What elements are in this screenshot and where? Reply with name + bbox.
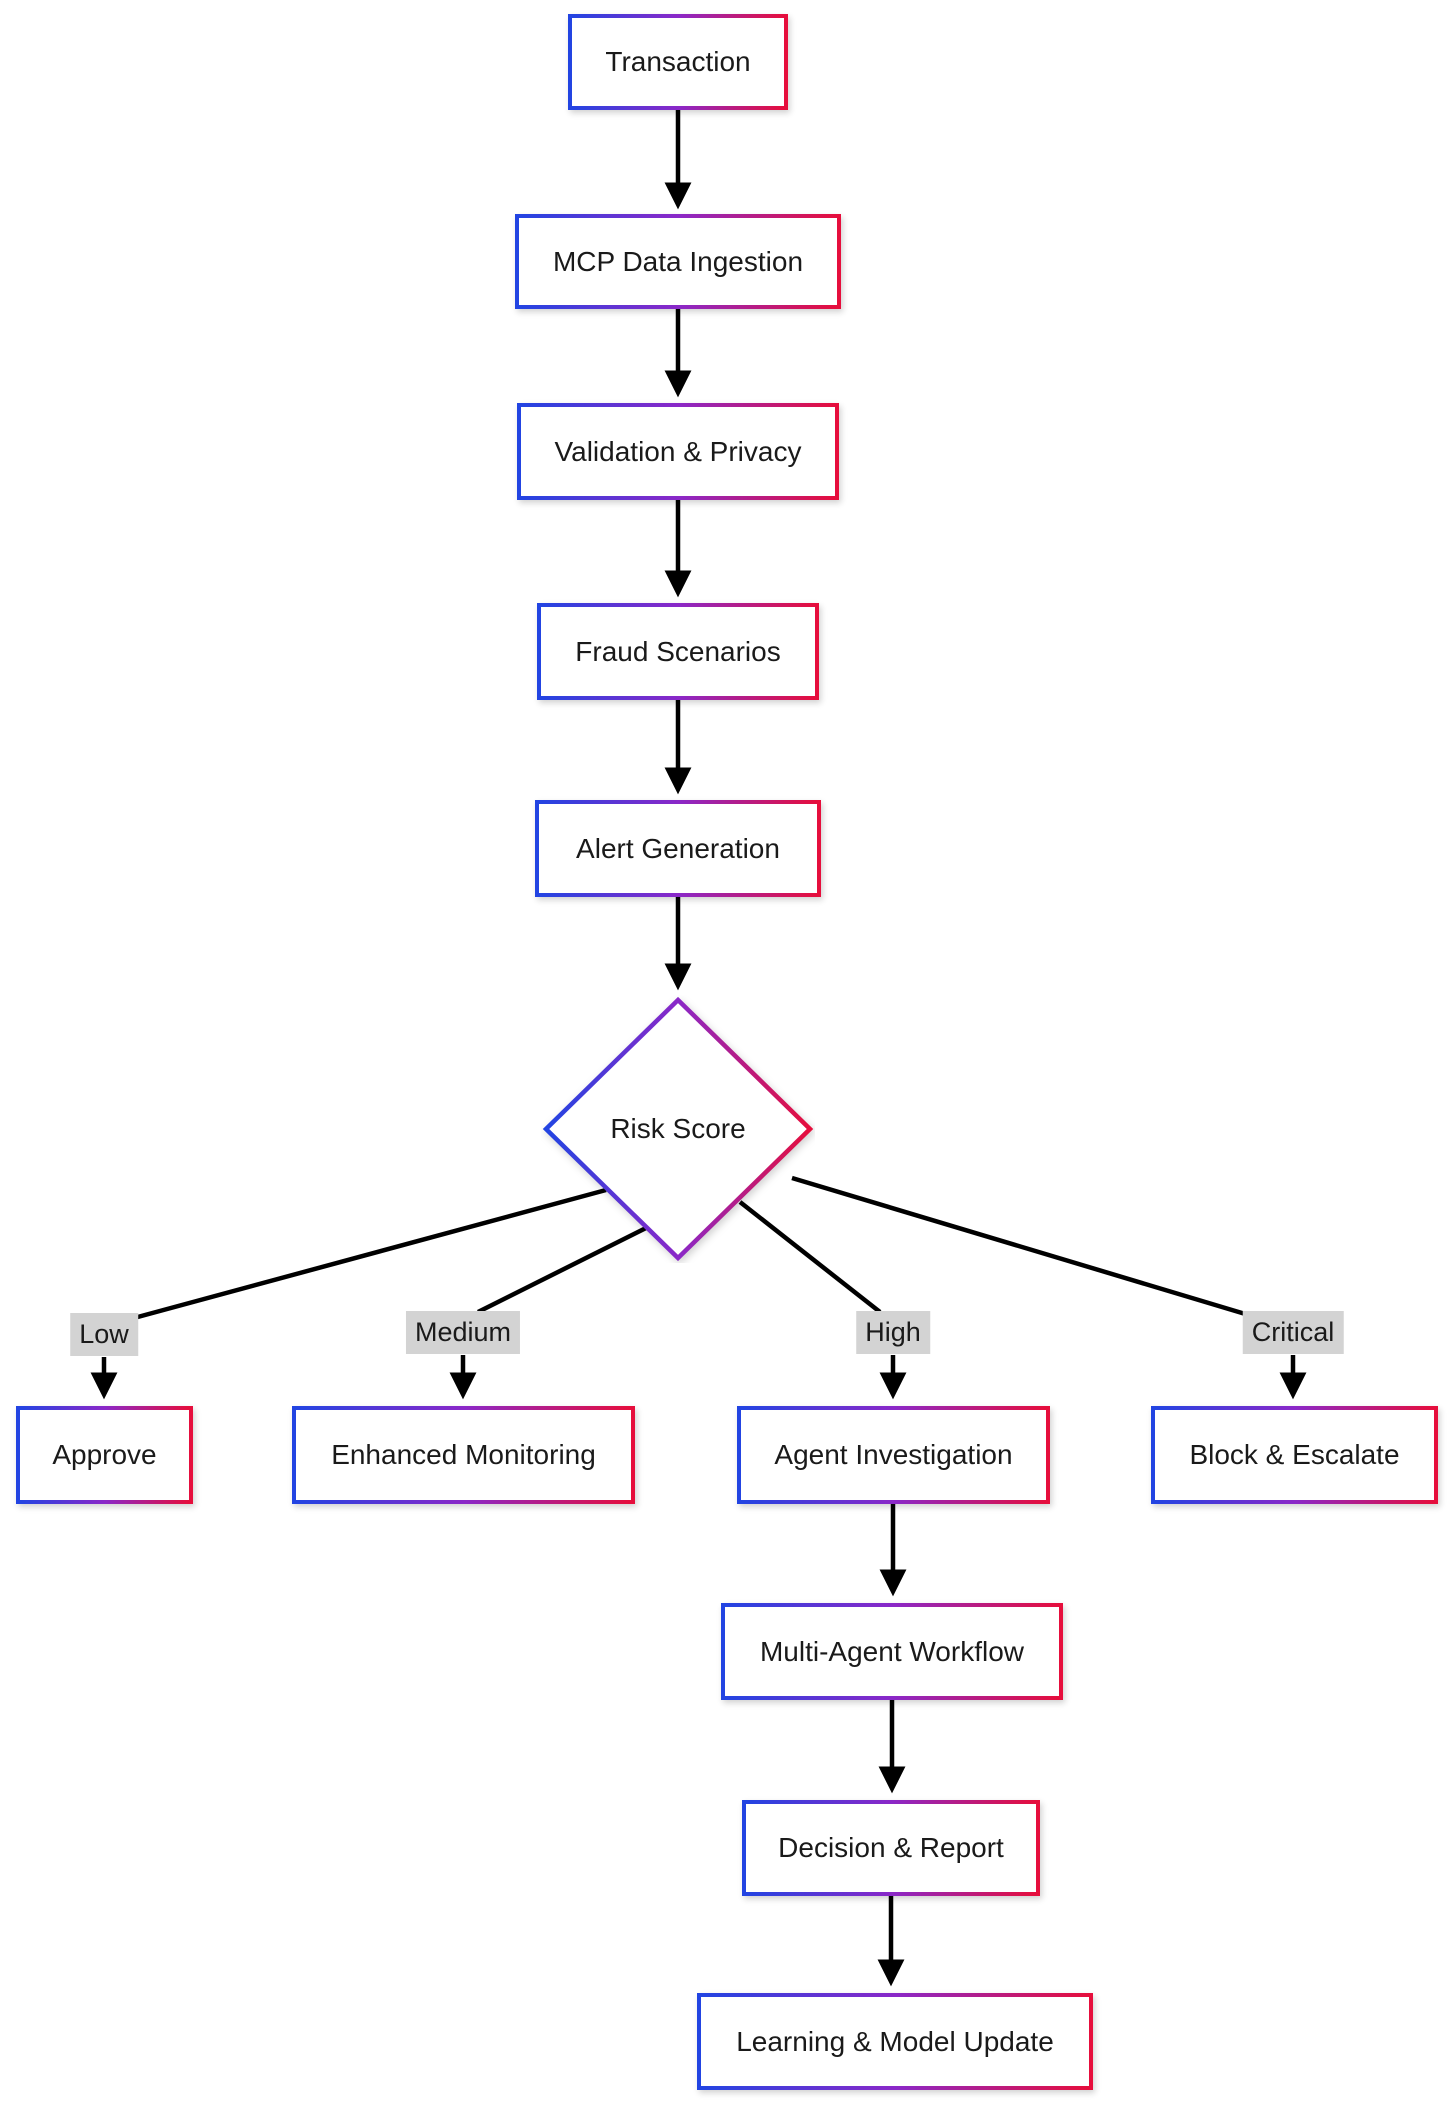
node-approve: Approve xyxy=(16,1406,193,1504)
node-validation-privacy-label: Validation & Privacy xyxy=(554,435,802,467)
node-validation-privacy: Validation & Privacy xyxy=(517,403,839,500)
node-mcp-data-ingestion: MCP Data Ingestion xyxy=(515,214,841,309)
node-alert-generation-label: Alert Generation xyxy=(576,832,780,864)
node-alert-generation: Alert Generation xyxy=(535,800,821,897)
node-approve-label: Approve xyxy=(52,1439,157,1471)
node-block-escalate-label: Block & Escalate xyxy=(1189,1439,1400,1471)
edge-label-high: High xyxy=(856,1311,930,1355)
node-fraud-scenarios-label: Fraud Scenarios xyxy=(575,635,781,667)
risk-score-diamond-shape xyxy=(542,996,814,1262)
edge-label-low: Low xyxy=(70,1313,138,1357)
node-transaction: Transaction xyxy=(568,14,788,110)
node-multi-agent-workflow: Multi-Agent Workflow xyxy=(721,1603,1063,1700)
node-agent-investigation: Agent Investigation xyxy=(737,1406,1050,1504)
edge-label-critical: Critical xyxy=(1242,1311,1344,1355)
node-risk-score-label: Risk Score xyxy=(610,1113,746,1144)
edge-label-medium: Medium xyxy=(405,1311,521,1355)
node-fraud-scenarios: Fraud Scenarios xyxy=(537,603,819,700)
node-enhanced-monitoring: Enhanced Monitoring xyxy=(292,1406,635,1504)
node-risk-score: Risk Score xyxy=(541,995,815,1263)
node-decision-report-label: Decision & Report xyxy=(778,1832,1004,1864)
node-learning-model-update-label: Learning & Model Update xyxy=(736,2025,1054,2057)
node-enhanced-monitoring-label: Enhanced Monitoring xyxy=(331,1439,596,1471)
node-transaction-label: Transaction xyxy=(605,46,751,78)
node-decision-report: Decision & Report xyxy=(742,1800,1040,1896)
node-learning-model-update: Learning & Model Update xyxy=(697,1993,1093,2090)
node-multi-agent-workflow-label: Multi-Agent Workflow xyxy=(759,1635,1024,1667)
node-block-escalate: Block & Escalate xyxy=(1151,1406,1438,1504)
node-mcp-data-ingestion-label: MCP Data Ingestion xyxy=(552,245,804,277)
node-agent-investigation-label: Agent Investigation xyxy=(774,1439,1013,1471)
